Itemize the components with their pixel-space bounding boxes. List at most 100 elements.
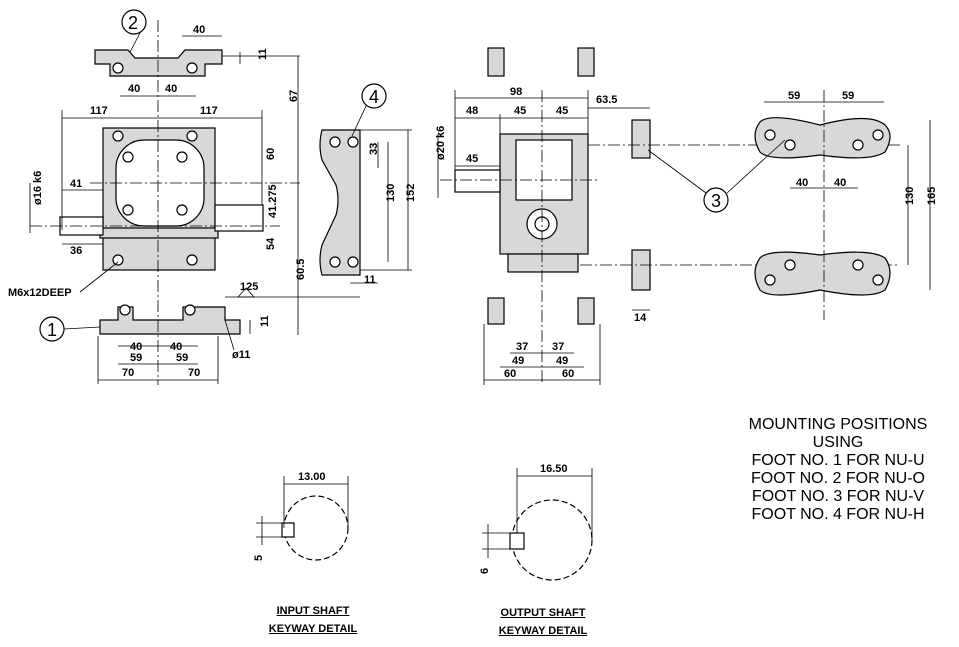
dim-117: 117 [90, 105, 108, 117]
note-line: FOOT NO. 2 FOR NU-O [751, 470, 925, 487]
foot-hole [852, 259, 864, 271]
dim-5: 5 [253, 555, 265, 561]
note-line: FOOT NO. 3 FOR NU-V [751, 488, 925, 505]
dim-49: 49 [556, 355, 568, 367]
dim-60: 60 [562, 368, 574, 380]
foot-stub [487, 297, 505, 325]
bolt [186, 254, 198, 266]
dim-63-5: 63.5 [596, 94, 617, 106]
dim-11: 11 [259, 315, 271, 327]
dim-152: 152 [405, 184, 417, 202]
foot-4-view: 33 130 152 11 4 [319, 83, 417, 286]
foot-3-side-b [631, 249, 651, 291]
dim-98: 98 [510, 86, 522, 98]
foot-4 [319, 129, 361, 276]
foot-hole [329, 136, 341, 148]
foot-stub [577, 297, 595, 325]
output-shaft-stub [214, 204, 264, 232]
mounting-notes: MOUNTING POSITIONS USING FOOT NO. 1 FOR … [738, 416, 938, 524]
bolt [112, 254, 124, 266]
foot-hole [347, 256, 359, 268]
note-line: USING [812, 434, 864, 451]
bolt [122, 151, 134, 163]
dim-59: 59 [842, 90, 854, 102]
dim-33: 33 [368, 143, 380, 155]
dim-41: 41 [70, 178, 82, 190]
balloon-2 [121, 9, 147, 35]
foot-3-top [754, 117, 891, 159]
dim-45: 45 [514, 105, 526, 117]
foot-hole [872, 129, 884, 141]
keyway [509, 532, 525, 550]
dim-60: 60 [504, 368, 516, 380]
input-caption: INPUT SHAFT KEYWAY DETAIL [248, 602, 378, 638]
output-keyway-detail: 16.50 6 [479, 463, 593, 581]
balloon-2-label: 2 [128, 13, 138, 33]
dim-40: 40 [130, 341, 142, 353]
dim-40: 40 [834, 177, 846, 189]
dim-60: 60 [265, 148, 277, 160]
dim-48: 48 [466, 105, 478, 117]
input-keyway-detail: 13.00 5 [253, 471, 349, 561]
foot-hole [784, 259, 796, 271]
dim-45: 45 [556, 105, 568, 117]
foot-hole [764, 274, 776, 286]
dim-11: 11 [364, 274, 376, 286]
dim-59: 59 [130, 352, 142, 364]
dim-6: 6 [479, 568, 491, 574]
dim-60-5: 60.5 [295, 259, 307, 280]
caption-line: INPUT SHAFT [276, 605, 350, 617]
note-line: FOOT NO. 1 FOR NU-U [751, 452, 925, 469]
bolt [176, 204, 188, 216]
foot-hole [329, 256, 341, 268]
dim-130: 130 [385, 184, 397, 202]
dim-67: 67 [288, 90, 300, 102]
balloon-3 [703, 187, 729, 213]
front-view: 40 11 40 40 117 117 67 60 41.275 54 60.5… [8, 9, 360, 385]
gearbox-side-base [507, 253, 579, 273]
bolt [176, 151, 188, 163]
dim-54: 54 [265, 237, 277, 250]
dim-70: 70 [188, 367, 200, 379]
foot-hole [186, 62, 198, 74]
dim-top-11: 11 [257, 48, 269, 60]
foot-hole [184, 304, 196, 316]
foot-1 [99, 306, 241, 335]
dim-16-50: 16.50 [540, 463, 568, 475]
dim-dia-16: ø16 k6 [32, 171, 44, 205]
foot-hole [347, 136, 359, 148]
dim-59: 59 [176, 352, 188, 364]
gearbox-side-cover [515, 139, 573, 201]
caption-line: KEYWAY DETAIL [498, 625, 588, 637]
output-caption: OUTPUT SHAFT KEYWAY DETAIL [478, 604, 608, 640]
dim-14: 14 [634, 312, 647, 324]
balloon-4 [361, 83, 387, 109]
balloon-4-label: 4 [369, 87, 379, 107]
foot-3-side-a [631, 119, 651, 159]
note-line: MOUNTING POSITIONS [748, 416, 928, 433]
housing-rib [99, 227, 219, 239]
dim-dia-11: ø11 [232, 349, 250, 361]
input-shaft-side [454, 169, 501, 193]
dim-40: 40 [170, 341, 182, 353]
foot-3-view: 59 59 40 40 130 165 3 [647, 90, 938, 320]
dim-40: 40 [128, 83, 140, 95]
caption-line: OUTPUT SHAFT [500, 607, 586, 619]
foot-hole [852, 139, 864, 151]
bolt [112, 130, 124, 142]
dim-37: 37 [552, 341, 564, 353]
side-view: 98 48 45 45 63.5 ø20 k6 45 37 37 49 49 6… [435, 47, 900, 385]
dim-37: 37 [516, 341, 528, 353]
dim-130: 130 [904, 187, 916, 205]
dim-70: 70 [122, 367, 134, 379]
foot-hole [119, 304, 131, 316]
dim-40: 40 [796, 177, 808, 189]
dim-45: 45 [466, 153, 478, 165]
dim-36: 36 [70, 245, 82, 257]
dim-thread: M6x12DEEP [8, 287, 72, 299]
dim-125: 125 [240, 281, 258, 293]
balloon-1-label: 1 [47, 320, 57, 340]
bolt [186, 130, 198, 142]
dim-117: 117 [200, 105, 218, 117]
dim-59: 59 [788, 90, 800, 102]
